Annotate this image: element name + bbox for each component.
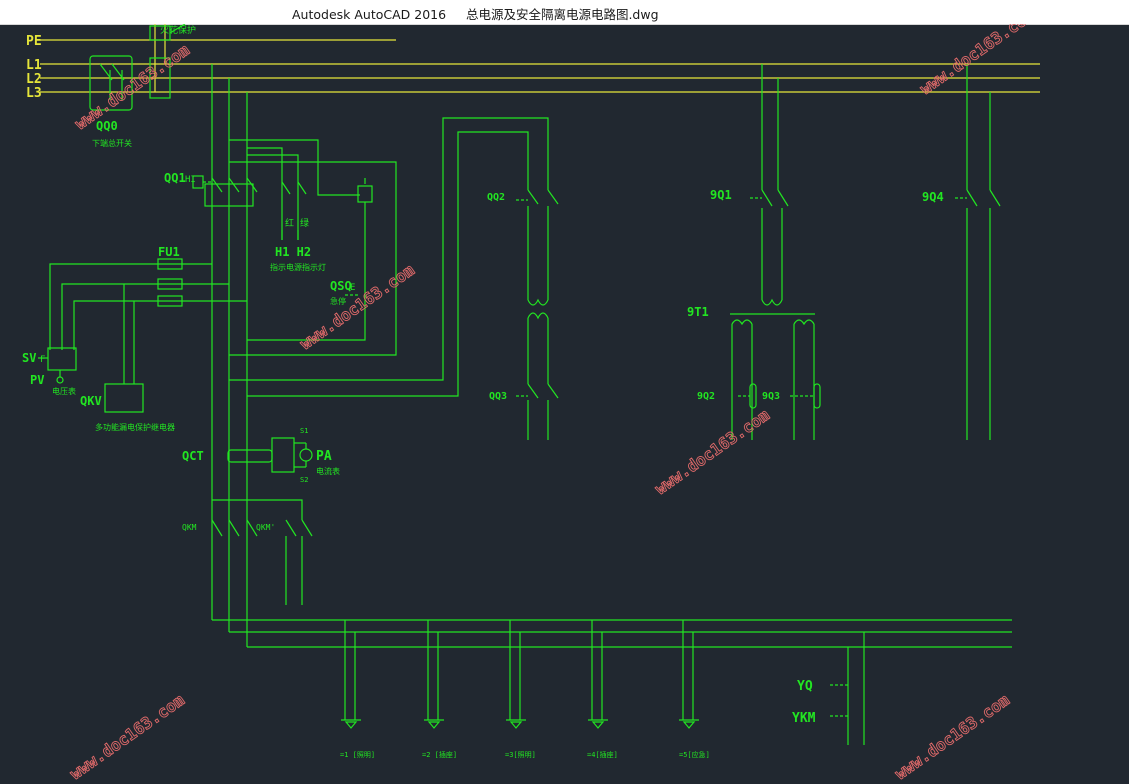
- label-9q3: 9Q3: [762, 391, 780, 402]
- title-bar: Autodesk AutoCAD 2016 总电源及安全隔离电源电路图.dwg: [0, 0, 1129, 25]
- outlet-label-1: =1 [照明]: [340, 751, 375, 759]
- bus-label-l1: L1: [26, 58, 42, 73]
- label-9t1: 9T1: [687, 305, 709, 319]
- label-qkv: QKV: [80, 394, 102, 408]
- wiring: [38, 24, 1012, 745]
- bus-label-l3: L3: [26, 86, 42, 101]
- power-buses: [40, 24, 1040, 93]
- label-s2: S2: [300, 476, 308, 484]
- label-qq3: QQ3: [489, 391, 507, 402]
- drawing-canvas[interactable]: PE L1 L2 L3: [0, 24, 1129, 784]
- label-qsq: QSQ: [330, 279, 352, 293]
- watermark-5: www.doc163.com: [66, 690, 188, 783]
- label-s1: S1: [300, 427, 308, 435]
- outlet-label-3: =3[照明]: [505, 751, 536, 759]
- label-qkv-desc: 多功能漏电保护继电器: [95, 422, 175, 432]
- label-9q4: 9Q4: [922, 190, 944, 204]
- label-lamp-red: 红: [285, 217, 294, 229]
- watermark-2: www.doc163.com: [916, 24, 1038, 98]
- label-sv-tag: F: [40, 355, 45, 365]
- label-qq0-desc: 下端总开关: [92, 138, 132, 148]
- label-h1h2-desc: 指示电源指示灯: [270, 262, 326, 272]
- label-qsq-desc: 急停: [330, 296, 346, 306]
- label-ykm: YKM: [792, 711, 816, 726]
- label-yq: YQ: [797, 679, 813, 694]
- label-qct: QCT: [182, 449, 204, 463]
- label-lamp-green: 绿: [300, 217, 309, 229]
- label-qq1: QQ1: [164, 171, 186, 185]
- label-pv-desc: 电压表: [52, 386, 76, 396]
- label-fu1: FU1: [158, 245, 180, 259]
- watermark-6: www.doc163.com: [891, 690, 1013, 783]
- label-pa-desc: 电流表: [316, 466, 340, 476]
- outlet-label-2: =2 [插座]: [422, 750, 457, 759]
- bus-labels: PE L1 L2 L3: [26, 34, 42, 101]
- label-9q2: 9Q2: [697, 391, 715, 402]
- outlet-label-5: =5[应急]: [679, 750, 710, 759]
- label-qkm: QKM: [182, 523, 197, 532]
- label-qq0: QQ0: [96, 119, 118, 133]
- label-qq1-tag: HI: [185, 175, 196, 185]
- label-pv: PV: [30, 373, 44, 387]
- label-qkm2: QKM': [256, 523, 275, 532]
- label-qq2: QQ2: [487, 192, 505, 203]
- watermark-3: www.doc163.com: [296, 260, 418, 353]
- label-9q1: 9Q1: [710, 188, 732, 202]
- label-top-partial: 火花保护: [160, 24, 196, 36]
- bus-label-l2: L2: [26, 72, 42, 87]
- outlet-label-4: =4[插座]: [587, 750, 618, 759]
- label-sv: SV: [22, 351, 36, 365]
- component-labels: QQ0 下端总开关 火花保护 QQ1 HI 红 绿 H1 H2 指示电源指示灯 …: [22, 24, 944, 759]
- window-title: Autodesk AutoCAD 2016 总电源及安全隔离电源电路图.dwg: [292, 7, 659, 22]
- label-h1h2: H1 H2: [275, 245, 311, 259]
- label-pa: PA: [316, 449, 332, 464]
- bus-label-pe: PE: [26, 34, 42, 49]
- label-qsq-tag: E: [350, 283, 355, 293]
- watermark-4: www.doc163.com: [651, 405, 773, 498]
